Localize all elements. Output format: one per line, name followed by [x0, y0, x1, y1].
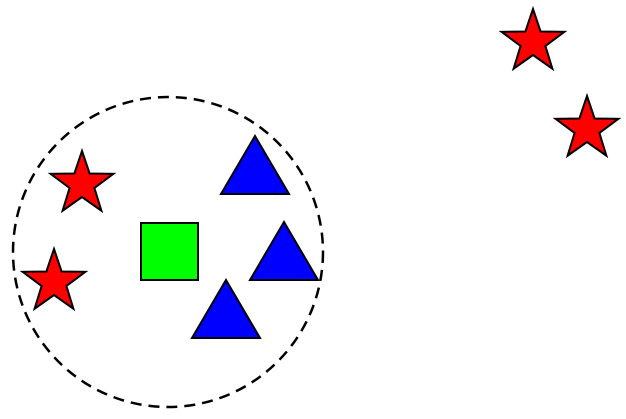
star-outside-right	[552, 92, 622, 159]
dashed-circle	[11, 95, 325, 409]
triangle-right	[248, 220, 320, 281]
star-inside-upper	[47, 147, 117, 214]
star-inside-lower	[19, 245, 89, 312]
triangle-bottom	[190, 278, 262, 339]
star-outside-top	[498, 5, 568, 72]
green-square	[140, 222, 199, 281]
shape-layer	[19, 5, 622, 339]
triangle-top	[219, 134, 291, 195]
